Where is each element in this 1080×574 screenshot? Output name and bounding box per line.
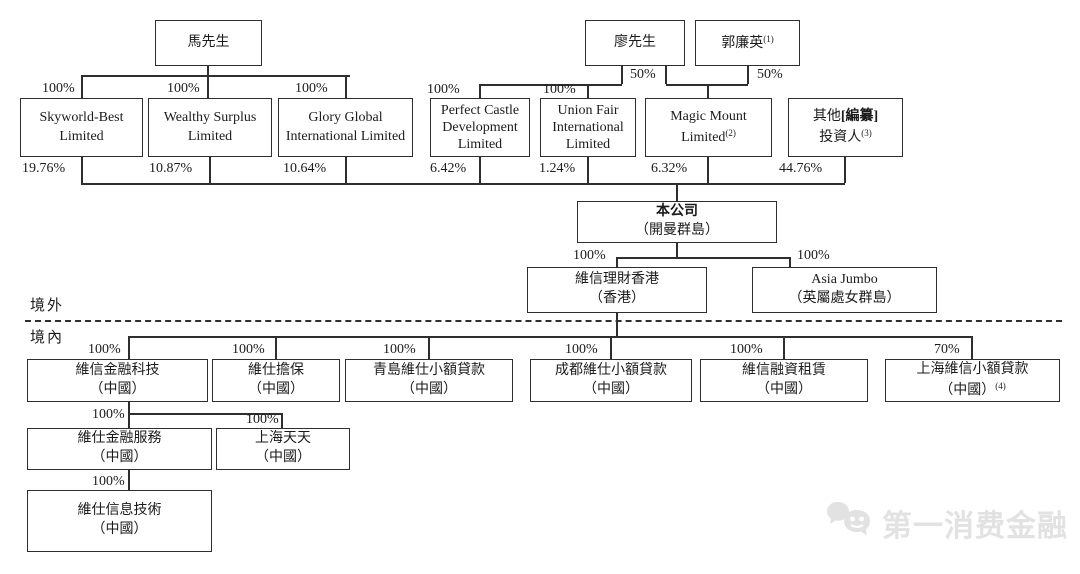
connector-line xyxy=(616,257,618,267)
stake-label: 10.64% xyxy=(283,161,327,176)
ownership-label: 100% xyxy=(383,342,416,357)
footnote-marker: (1) xyxy=(763,33,774,44)
ownership-label: 100% xyxy=(167,81,200,96)
stake-label: 6.42% xyxy=(430,161,467,176)
node-magic-mount: Magic Mount Limited(2) xyxy=(645,98,772,157)
offshore-label: 境外 xyxy=(30,298,65,314)
connector-line xyxy=(479,84,481,98)
connector-line xyxy=(747,66,749,84)
connector-line xyxy=(479,157,481,183)
ownership-label: 70% xyxy=(934,342,960,357)
connector-line xyxy=(281,413,283,428)
connector-line xyxy=(621,66,623,84)
node-vcredit-hk: 維信理財香港 （香港） xyxy=(527,267,707,313)
watermark: 第一消费金融 xyxy=(826,496,1068,549)
node-skyworld-best: Skyworld-Best Limited xyxy=(20,98,143,157)
footnote-marker: (4) xyxy=(995,380,1006,391)
connector-line xyxy=(128,413,282,415)
node-shanghai-vc-microloan: 上海維信小額貸款 （中國）(4) xyxy=(885,359,1060,402)
ownership-label: 100% xyxy=(295,81,328,96)
connector-line xyxy=(81,157,83,183)
ownership-label: 50% xyxy=(630,67,656,82)
connector-line xyxy=(82,75,350,77)
connector-line xyxy=(128,336,972,338)
node-vc-leasing: 維信融資租賃 （中國） xyxy=(700,359,868,402)
connector-line xyxy=(789,257,791,267)
connector-line xyxy=(128,470,130,490)
ownership-label: 100% xyxy=(573,248,606,263)
stake-label: 10.87% xyxy=(149,161,193,176)
stake-label: 44.76% xyxy=(779,161,823,176)
connector-line xyxy=(676,183,678,201)
node-label: 馬先生 xyxy=(187,34,230,50)
node-label: 廖先生 xyxy=(614,34,656,50)
connector-line xyxy=(480,84,622,86)
connector-line xyxy=(783,336,785,359)
connector-line xyxy=(665,66,667,84)
connector-line xyxy=(207,66,209,98)
footnote-marker: (3) xyxy=(861,127,872,138)
connector-line xyxy=(128,336,130,359)
node-vs-infotech: 維仕信息技術 （中國） xyxy=(27,490,212,552)
connector-line xyxy=(971,336,973,359)
offshore-onshore-divider xyxy=(25,320,1062,322)
stake-label: 1.24% xyxy=(539,161,576,176)
node-other-investors: 其他[編纂] 投資人(3) xyxy=(788,98,903,157)
node-vs-guarantee: 維仕擔保 （中國） xyxy=(212,359,340,402)
connector-line xyxy=(428,336,430,359)
stake-label: 19.76% xyxy=(22,161,66,176)
node-the-company: 本公司 （開曼群島） xyxy=(577,201,777,243)
ownership-label: 100% xyxy=(730,342,763,357)
node-chengdu-microloan: 成都維仕小額貸款 （中國） xyxy=(530,359,692,402)
node-asia-jumbo: Asia Jumbo （英屬處女群島） xyxy=(752,267,937,313)
connector-line xyxy=(844,157,846,183)
node-label: 郭廉英(1) xyxy=(721,33,774,51)
node-glory-global: Glory Global International Limited xyxy=(278,98,413,157)
footnote-marker: (2) xyxy=(725,127,736,138)
ownership-label: 100% xyxy=(88,342,121,357)
ownership-label: 100% xyxy=(797,248,830,263)
ownership-label: 100% xyxy=(232,342,265,357)
node-mr-liao: 廖先生 xyxy=(585,20,685,66)
ownership-label: 100% xyxy=(543,82,576,97)
watermark-brand-text: 第一消费金融 xyxy=(882,509,1068,543)
connector-line xyxy=(81,75,83,98)
connector-line xyxy=(128,402,130,428)
connector-line xyxy=(587,157,589,183)
node-vc-fintech: 維信金融科技 （中國） xyxy=(27,359,208,402)
connector-line xyxy=(345,157,347,183)
ownership-label: 100% xyxy=(565,342,598,357)
connector-line xyxy=(587,84,589,98)
node-guo-lianying: 郭廉英(1) xyxy=(695,20,800,66)
connector-line xyxy=(707,157,709,183)
connector-line xyxy=(707,84,709,98)
ownership-label: 100% xyxy=(42,81,75,96)
onshore-label: 境內 xyxy=(30,330,65,346)
connector-line xyxy=(209,157,211,183)
connector-line xyxy=(81,183,845,185)
node-shanghai-tiantian: 上海天天 （中國） xyxy=(216,428,350,470)
chat-bubbles-icon xyxy=(826,496,878,549)
connector-line xyxy=(275,336,277,359)
connector-line xyxy=(676,243,678,257)
node-union-fair: Union Fair International Limited xyxy=(540,98,636,157)
ownership-label: 100% xyxy=(427,82,460,97)
node-qingdao-microloan: 青島維仕小額貸款 （中國） xyxy=(345,359,513,402)
ownership-label: 100% xyxy=(246,412,279,427)
node-perfect-castle: Perfect Castle Development Limited xyxy=(430,98,530,157)
node-mr-ma: 馬先生 xyxy=(155,20,262,66)
ownership-label: 50% xyxy=(757,67,783,82)
ownership-label: 100% xyxy=(92,407,125,422)
stake-label: 6.32% xyxy=(651,161,688,176)
connector-line xyxy=(616,313,618,336)
connector-line xyxy=(616,257,790,259)
node-vs-financial-services: 維仕金融服務 （中國） xyxy=(27,428,212,470)
connector-line xyxy=(610,336,612,359)
connector-line xyxy=(345,75,347,98)
node-wealthy-surplus: Wealthy Surplus Limited xyxy=(148,98,272,157)
ownership-label: 100% xyxy=(92,474,125,489)
